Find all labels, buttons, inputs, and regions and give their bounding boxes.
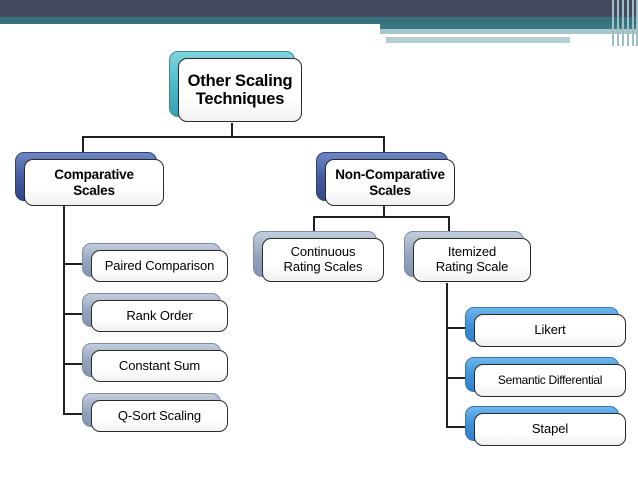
node-label: Semantic Differential <box>474 364 626 397</box>
banner-pale-accent-2 <box>386 37 570 43</box>
banner-white-line <box>386 34 638 37</box>
connector-itemized-spine <box>446 290 448 427</box>
connector-itemized-branch-2 <box>446 377 470 379</box>
node-likert[interactable]: Likert <box>465 307 626 347</box>
connector-itemized-branch-1 <box>446 327 470 329</box>
node-label: Itemized Rating Scale <box>413 238 531 282</box>
connector-itemized-branch-3 <box>446 426 470 428</box>
node-label-line2: Techniques <box>195 90 285 108</box>
node-label: Other Scaling Techniques <box>178 58 302 122</box>
node-itemized-rating-scale[interactable]: Itemized Rating Scale <box>404 231 531 282</box>
connector-to-non-comparative <box>383 136 385 154</box>
banner-teal-bar <box>0 17 638 24</box>
node-paired-comparison[interactable]: Paired Comparison <box>82 243 228 282</box>
node-label: Rank Order <box>91 300 228 332</box>
connector-root-stem <box>231 123 233 137</box>
node-non-comparative-scales[interactable]: Non-Comparative Scales <box>316 152 455 206</box>
node-label-line1: Comparative <box>54 167 134 183</box>
node-semantic-differential[interactable]: Semantic Differential <box>465 357 626 397</box>
node-label: Comparative Scales <box>24 159 164 206</box>
node-label-line1: Other Scaling <box>187 71 293 90</box>
connector-comparative-branch-4 <box>63 413 89 415</box>
node-label-line2: Rating Scales <box>283 259 363 274</box>
node-label: Likert <box>474 314 626 347</box>
node-other-scaling-techniques[interactable]: Other Scaling Techniques <box>169 51 302 122</box>
connector-to-itemized <box>448 216 450 232</box>
banner-teal-accent <box>380 24 638 29</box>
node-label: Q-Sort Scaling <box>91 400 228 432</box>
node-q-sort-scaling[interactable]: Q-Sort Scaling <box>82 393 228 432</box>
node-label-line2: Rating Scale <box>435 259 509 274</box>
node-label: Constant Sum <box>91 350 228 382</box>
banner-white-accent <box>570 37 638 43</box>
node-label: Stapel <box>474 413 626 446</box>
banner-pale-accent-1 <box>380 29 638 34</box>
node-label-line1: Continuous <box>290 244 356 260</box>
connector-noncomparative-bus <box>313 216 449 218</box>
node-label-line2: Scales <box>73 182 115 198</box>
connector-root-bus <box>82 136 384 138</box>
node-label: Continuous Rating Scales <box>262 238 384 282</box>
connector-comparative-spine <box>63 205 65 415</box>
banner-stripes <box>612 0 638 46</box>
node-label-line1: Itemized <box>447 244 497 260</box>
connector-comparative-branch-1 <box>63 263 89 265</box>
connector-to-comparative <box>82 136 84 154</box>
connector-noncomparative-stem <box>383 203 385 217</box>
connector-comparative-branch-2 <box>63 313 89 315</box>
node-label: Paired Comparison <box>91 250 228 282</box>
node-stapel[interactable]: Stapel <box>465 406 626 446</box>
connector-to-continuous <box>313 216 315 232</box>
connector-itemized-stem <box>446 283 448 292</box>
banner-dark-bar <box>0 0 638 17</box>
connector-comparative-branch-3 <box>63 363 89 365</box>
node-continuous-rating-scales[interactable]: Continuous Rating Scales <box>253 231 384 282</box>
node-constant-sum[interactable]: Constant Sum <box>82 343 228 382</box>
node-label: Non-Comparative Scales <box>325 159 455 206</box>
node-label-line2: Scales <box>369 182 411 198</box>
node-comparative-scales[interactable]: Comparative Scales <box>15 152 164 206</box>
node-rank-order[interactable]: Rank Order <box>82 293 228 332</box>
node-label-line1: Non-Comparative <box>335 167 445 183</box>
